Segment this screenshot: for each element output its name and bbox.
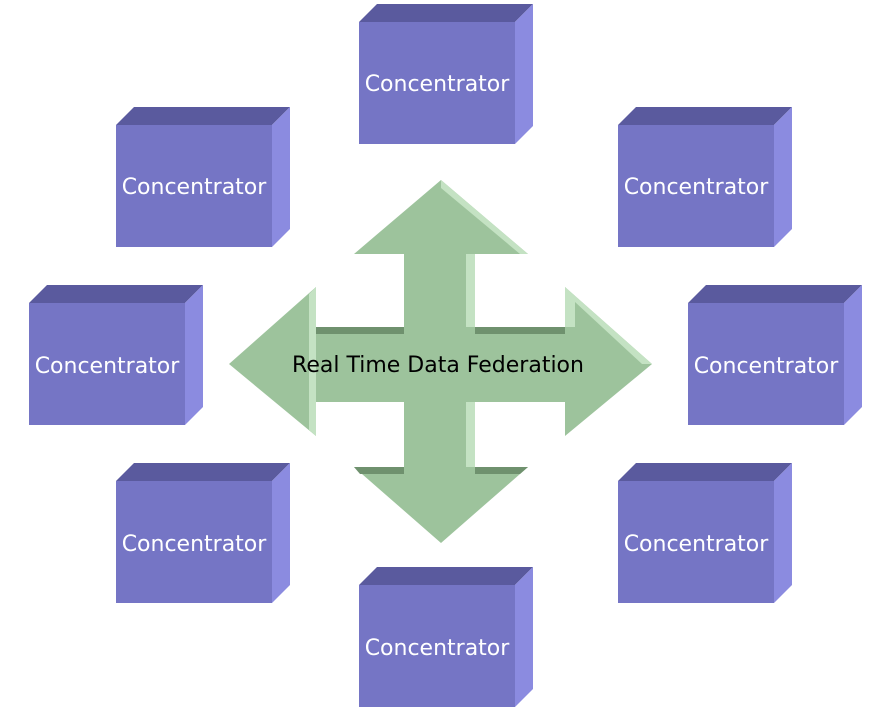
box-side-face [185, 285, 203, 425]
box-top-face [29, 285, 203, 303]
concentrator-label: Concentrator [624, 175, 770, 200]
concentrator-label: Concentrator [694, 354, 840, 379]
box-top-face [359, 4, 533, 22]
arrow-shadow-bottom-right [475, 467, 528, 474]
box-front-face [116, 481, 272, 603]
box-top-face [618, 463, 792, 481]
concentrator-lower-left: Concentrator [116, 463, 290, 603]
arrow-bevel-right [565, 287, 652, 364]
box-front-face [359, 22, 515, 144]
concentrator-label: Concentrator [122, 532, 268, 557]
box-side-face [272, 107, 290, 247]
four-way-arrow: Real Time Data Federation [229, 180, 652, 543]
concentrator-upper-left: Concentrator [116, 107, 290, 247]
box-top-face [688, 285, 862, 303]
box-side-face [515, 567, 533, 707]
concentrator-top: Concentrator [359, 4, 533, 144]
arrow-bevel-lower-shaft [466, 402, 475, 467]
concentrator-label: Concentrator [365, 636, 511, 661]
box-front-face [359, 585, 515, 707]
box-front-face [618, 481, 774, 603]
arrow-shadow-right-shaft [475, 327, 565, 334]
box-side-face [272, 463, 290, 603]
box-top-face [359, 567, 533, 585]
box-top-face [116, 463, 290, 481]
concentrator-label: Concentrator [365, 72, 511, 97]
concentrator-label: Concentrator [35, 354, 181, 379]
concentrator-left: Concentrator [29, 285, 203, 425]
arrow-shadow-bottom-left [354, 467, 404, 474]
arrow-bevel-upper-shaft [466, 254, 475, 327]
box-side-face [774, 463, 792, 603]
concentrator-lower-right: Concentrator [618, 463, 792, 603]
concentrator-right: Concentrator [688, 285, 862, 425]
concentrator-label: Concentrator [122, 175, 268, 200]
box-front-face [688, 303, 844, 425]
concentrator-upper-right: Concentrator [618, 107, 792, 247]
arrow-shadow-left-shaft [316, 327, 404, 334]
box-front-face [29, 303, 185, 425]
box-front-face [116, 125, 272, 247]
concentrator-bottom: Concentrator [359, 567, 533, 707]
concentrator-label: Concentrator [624, 532, 770, 557]
box-top-face [116, 107, 290, 125]
box-top-face [618, 107, 792, 125]
box-side-face [515, 4, 533, 144]
center-label: Real Time Data Federation [292, 353, 584, 378]
box-side-face [844, 285, 862, 425]
arrow-bevel-top [441, 180, 528, 254]
box-front-face [618, 125, 774, 247]
box-side-face [774, 107, 792, 247]
arrow-bevel-left [309, 287, 316, 436]
arrow-shape [229, 180, 652, 543]
